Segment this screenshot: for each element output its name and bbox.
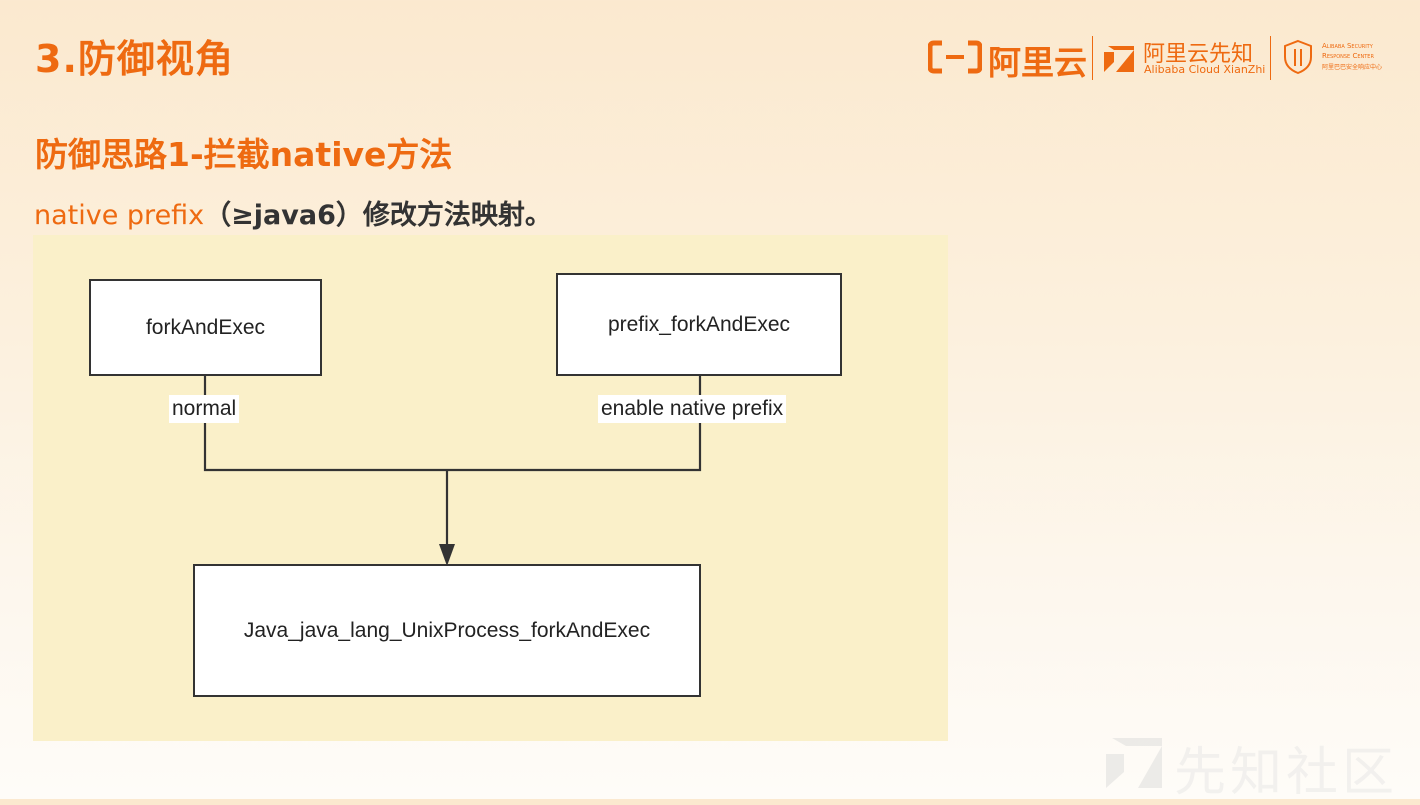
edge-label-normal: normal	[169, 395, 240, 423]
header-logos: 阿里云 阿里云先知 Alibaba Cloud XianZhi Alibaba …	[927, 32, 1388, 84]
node-unix-process-fork-and-exec-label: Java_java_lang_UnixProcess_forkAndExec	[243, 618, 651, 642]
node-unix-process-fork-and-exec: Java_java_lang_UnixProcess_forkAndExec	[193, 564, 701, 697]
xianzhi-icon	[1104, 42, 1136, 74]
subtitle: native prefix（≥java6）修改方法映射。	[34, 193, 552, 232]
node-fork-and-exec: forkAndExec	[89, 279, 322, 376]
node-fork-and-exec-label: forkAndExec	[145, 315, 266, 339]
asrc-logo-line3: 阿里巴巴安全响应中心	[1322, 64, 1383, 71]
asrc-logo-line2: Response Center	[1322, 52, 1374, 60]
subtitle-highlight: native prefix	[34, 200, 205, 231]
logo-divider	[1092, 36, 1093, 80]
shield-icon	[1282, 39, 1314, 75]
edge-label-enable-native-prefix: enable native prefix	[598, 395, 787, 423]
xianzhi-logo-subtitle: Alibaba Cloud XianZhi	[1144, 63, 1266, 76]
watermark-text: 先知社区	[1174, 743, 1399, 803]
watermark-logo-icon	[1104, 732, 1164, 790]
logo-divider	[1270, 36, 1271, 80]
section-heading: 防御思路1-拦截native方法	[35, 135, 453, 174]
node-prefix-fork-and-exec: prefix_forkAndExec	[556, 273, 842, 376]
alibaba-cloud-logo-text: 阿里云	[988, 43, 1087, 82]
asrc-logo-line1: Alibaba Security	[1322, 42, 1373, 50]
xianzhi-logo-title: 阿里云先知	[1143, 42, 1254, 67]
node-prefix-fork-and-exec-label: prefix_forkAndExec	[607, 312, 791, 336]
alibaba-cloud-icon	[927, 40, 983, 74]
slide-title: 3.防御视角	[35, 37, 234, 81]
watermark: 先知社区	[1098, 726, 1398, 803]
subtitle-rest: （≥java6）修改方法映射。	[204, 200, 552, 231]
